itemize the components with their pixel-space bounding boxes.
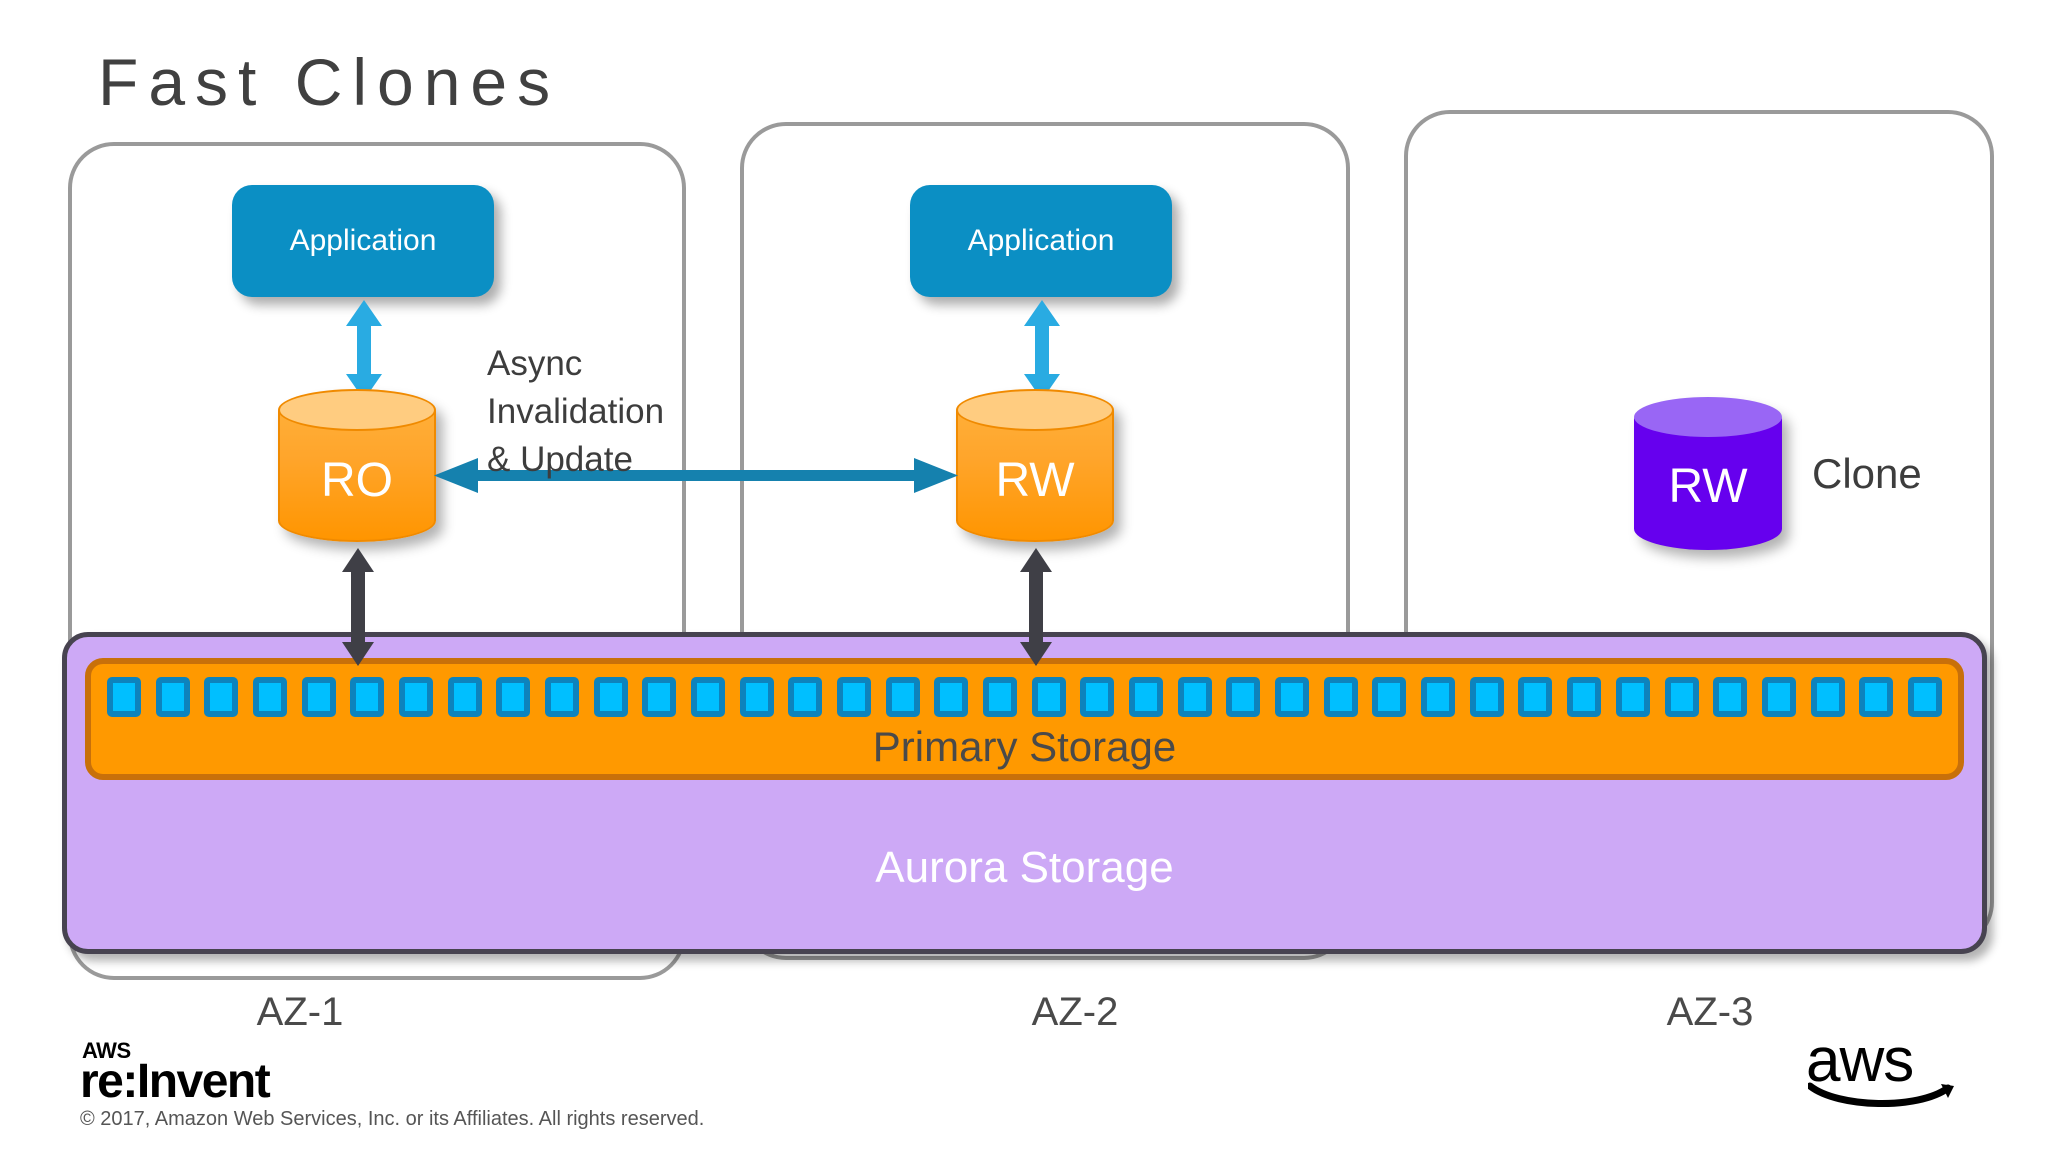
storage-segment [350,677,385,717]
storage-segment [545,677,580,717]
storage-segment [155,677,190,717]
storage-segment [1372,677,1407,717]
cylinder-top-ellipse [278,389,436,431]
reinvent-logo-wordmark: re:Invent [80,1055,271,1108]
async-invalidation-text: Async Invalidation & Update [487,344,665,479]
app-db-arrow-az1 [346,300,382,400]
ro-label: RO [321,453,393,507]
application-box-az1[interactable]: Application [232,185,494,297]
db-storage-arrow-az2 [1020,548,1052,666]
page-title: Fast Clones [98,45,561,119]
storage-segment [1615,677,1650,717]
cylinder-top-ellipse [956,389,1114,431]
aws-logo: aws [1806,1030,1976,1110]
reinvent-logo: AWS re:Invent [80,1038,271,1108]
storage-segment-row [107,674,1942,720]
application-label: Application [967,224,1115,257]
application-box-az2[interactable]: Application [910,185,1172,297]
copyright-text: © 2017, Amazon Web Services, Inc. or its… [80,1108,705,1130]
cylinder-top-ellipse [1634,397,1782,437]
storage-segment [642,677,677,717]
clone-rw-label: RW [1668,459,1748,513]
storage-segment [885,677,920,717]
primary-storage-bar: Primary Storage [85,658,1964,780]
az-label-3: AZ-3 [1666,990,1754,1034]
storage-segment [1226,677,1261,717]
storage-segment [593,677,628,717]
storage-segment [1810,677,1845,717]
storage-segment [1518,677,1553,717]
cylinder-label: RO [278,404,436,556]
storage-segment [1129,677,1164,717]
storage-segment [1567,677,1602,717]
az-label-2: AZ-2 [1031,990,1119,1034]
aurora-storage-label: Aurora Storage [875,843,1174,892]
cylinder-label: RW [956,404,1114,556]
az-container-1 [68,142,686,980]
storage-segment [1859,677,1894,717]
storage-segment [107,677,141,717]
storage-segment [1761,677,1796,717]
storage-segment [739,677,774,717]
aws-smile-icon [1808,1082,1954,1108]
storage-segment [204,677,239,717]
storage-segment [301,677,336,717]
aws-wordmark: aws [1806,1026,1914,1095]
storage-segment [1177,677,1212,717]
storage-segment [1031,677,1066,717]
storage-segment [788,677,823,717]
rw-label: RW [995,453,1075,507]
storage-segment [1080,677,1115,717]
application-label: Application [289,224,437,257]
storage-segment [1713,677,1748,717]
storage-segment [1469,677,1504,717]
storage-segment [1323,677,1358,717]
clone-caption: Clone [1812,450,1922,497]
az-container-2 [740,122,1350,960]
storage-segment [496,677,531,717]
storage-segment [1664,677,1699,717]
storage-segment [837,677,872,717]
storage-segment [983,677,1018,717]
storage-segment [1275,677,1310,717]
db-storage-arrow-az1 [342,548,374,666]
storage-segment [934,677,969,717]
storage-segment [1907,677,1942,717]
app-db-arrow-az2 [1024,300,1060,400]
storage-segment [253,677,288,717]
cylinder-label: RW [1634,410,1782,562]
storage-segment [447,677,482,717]
storage-segment [399,677,434,717]
reinvent-logo-aws: AWS [82,1038,131,1063]
async-invalidation-arrow [434,458,958,493]
primary-storage-label: Primary Storage [872,723,1177,770]
storage-segment [691,677,726,717]
az-label-1: AZ-1 [256,990,344,1034]
storage-segment [1421,677,1456,717]
